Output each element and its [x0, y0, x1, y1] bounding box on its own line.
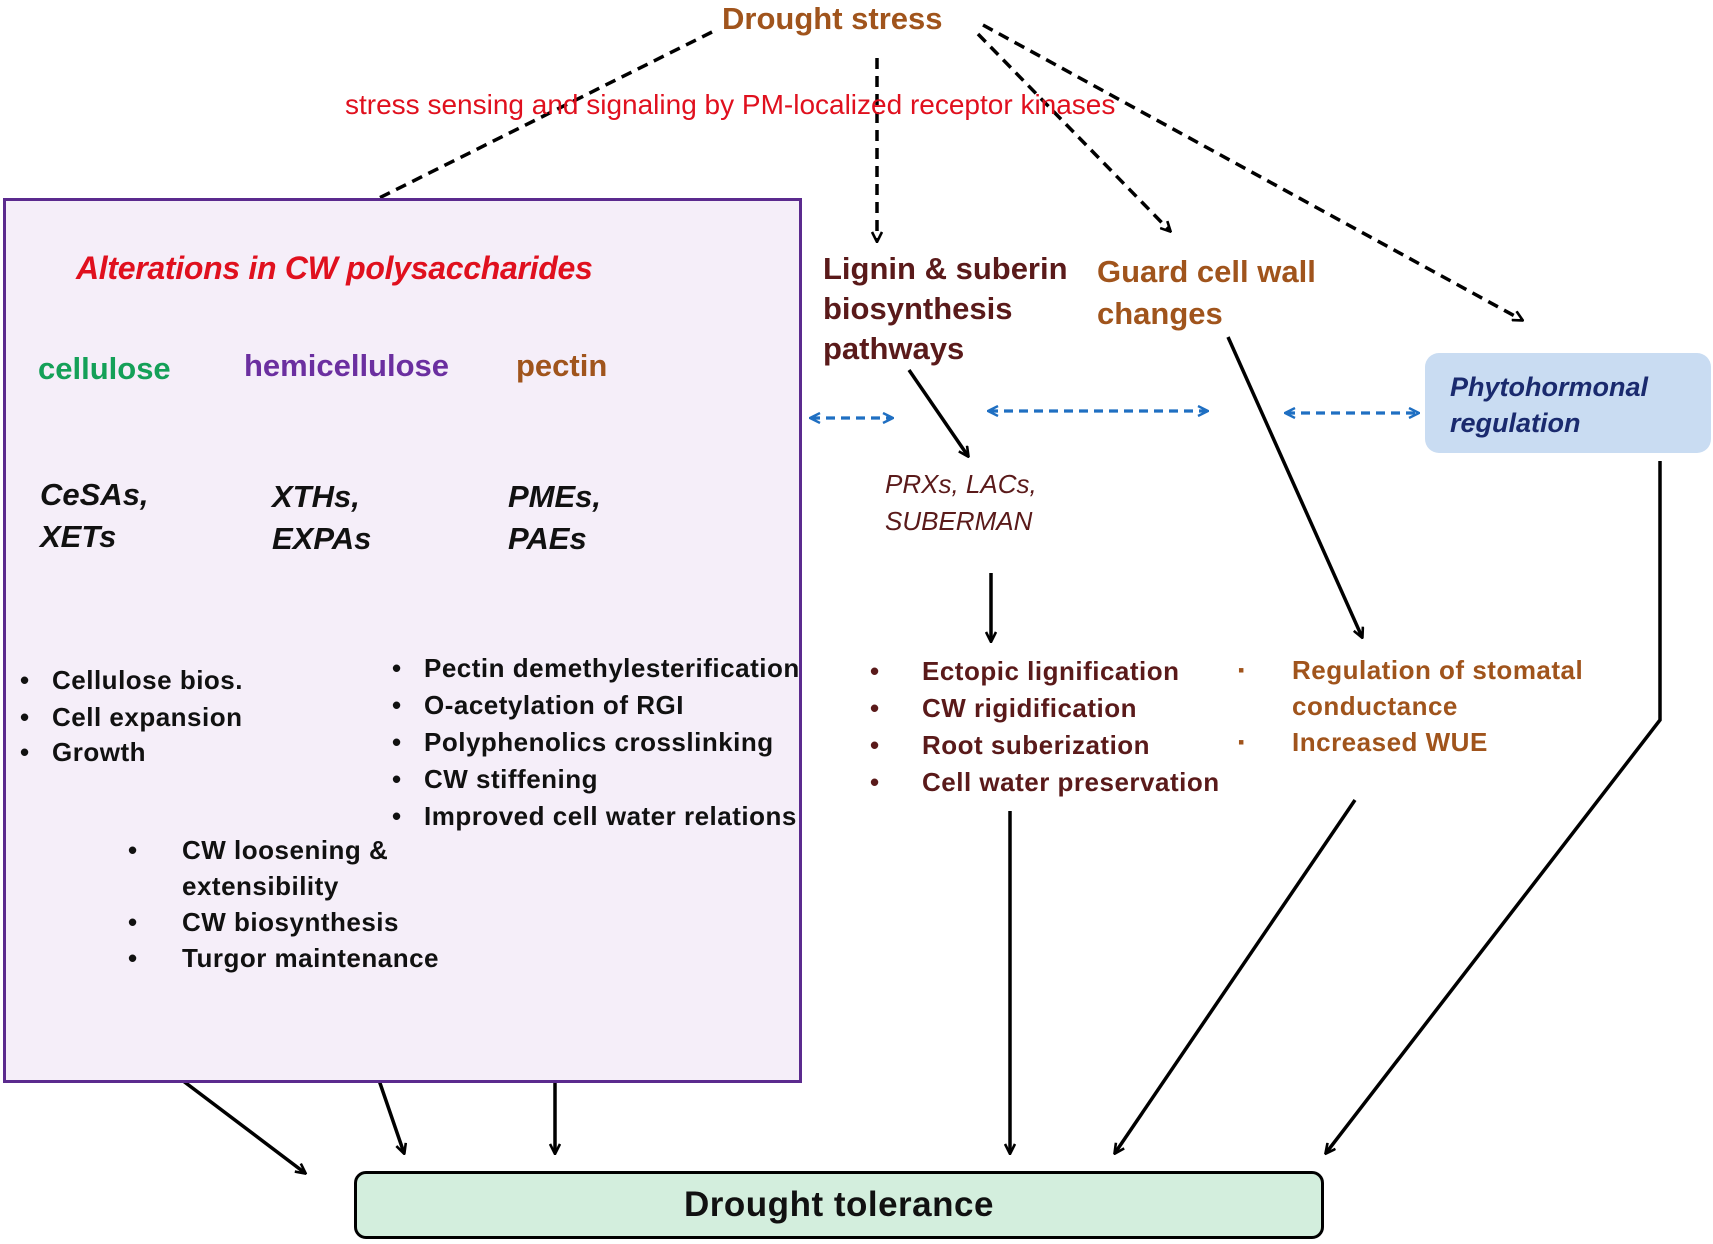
list-item: •CW stiffening — [392, 761, 800, 798]
cellulose-enzymes: CeSAs, XETs — [40, 474, 149, 558]
enzyme-cesas: CeSAs, — [40, 477, 149, 512]
list-item: •Cell water preservation — [870, 764, 1220, 801]
bullet: • — [128, 835, 138, 865]
list-item: •Cellulose bios. — [20, 662, 243, 699]
list-item: ▪ Increased WUE — [1238, 724, 1583, 760]
bullet: • — [870, 693, 880, 723]
arrow-phyto-to-tolerance — [1326, 461, 1662, 1153]
drought-tolerance-label: Drought tolerance — [684, 1185, 994, 1224]
cellulose-effects: •Cellulose bios. •Cell expansion •Growth — [20, 662, 243, 769]
enzyme-expas: EXPAs — [272, 521, 372, 556]
lignin-enzymes: PRXs, LACs, SUBERMAN — [885, 469, 1037, 536]
bullet: • — [870, 730, 880, 760]
arrow-stress-to-phyto — [982, 23, 1522, 320]
lignin-effects: •Ectopic lignification •CW rigidificatio… — [870, 653, 1220, 801]
list-item: • Turgor maintenance — [128, 940, 439, 976]
arrow-stress-to-guard — [976, 32, 1170, 231]
list-item: •Root suberization — [870, 727, 1220, 764]
enzyme-pmes: PMEs, — [508, 479, 602, 514]
bullet: • — [20, 665, 30, 695]
drought-tolerance-box: Drought tolerance — [354, 1171, 1324, 1239]
phytohormonal-box — [1425, 353, 1711, 453]
square-bullet: ▪ — [1238, 732, 1245, 752]
arrow-lignin-to-enzymes — [907, 369, 968, 456]
guard-title: Guard cell wall changes — [1097, 254, 1316, 331]
pectin-enzymes: PMEs, PAEs — [508, 476, 601, 560]
hemicellulose-effects: • CW loosening &extensibility • CW biosy… — [128, 832, 439, 976]
cw-heading: Alterations in CW polysaccharides — [76, 250, 593, 286]
list-item: •Ectopic lignification — [870, 653, 1220, 690]
arrow-guard-to-tolerance — [1115, 799, 1357, 1153]
hemicellulose-label: hemicellulose — [244, 348, 450, 383]
arrow-guard-to-effects — [1226, 336, 1362, 637]
bullet: • — [392, 727, 402, 757]
pectin-label: pectin — [516, 348, 608, 383]
square-bullet: ▪ — [1238, 660, 1245, 680]
hemicellulose-enzymes: XTHs, EXPAs — [272, 476, 371, 560]
list-item: •O-acetylation of RGI — [392, 687, 800, 724]
bullet: • — [870, 767, 880, 797]
bullet: • — [392, 764, 402, 794]
lignin-title: Lignin & suberin biosynthesis pathways — [823, 251, 1068, 366]
list-item: • CW loosening &extensibility — [128, 832, 439, 904]
enzyme-paes: PAEs — [508, 521, 587, 556]
list-item: •Improved cell water relations — [392, 798, 800, 835]
list-item: •CW rigidification — [870, 690, 1220, 727]
list-item: •Pectin demethylesterification — [392, 650, 800, 687]
bullet: • — [392, 653, 402, 683]
bullet: • — [20, 737, 30, 767]
pectin-effects: •Pectin demethylesterification •O-acetyl… — [392, 650, 800, 835]
enzyme-xths: XTHs, — [272, 479, 360, 514]
phyto-label: Phytohormonal regulation — [1450, 372, 1649, 438]
cellulose-label: cellulose — [38, 351, 171, 386]
list-item: • CW biosynthesis — [128, 904, 439, 940]
bullet: • — [128, 943, 138, 973]
enzyme-xets: XETs — [40, 519, 117, 554]
drought-stress-title: Drought stress — [722, 1, 943, 36]
list-item: •Growth — [20, 737, 146, 767]
bullet: • — [20, 702, 30, 732]
list-item: •Polyphenolics crosslinking — [392, 724, 800, 761]
bullet: • — [870, 656, 880, 686]
signaling-label: stress sensing and signaling by PM-local… — [345, 89, 1116, 120]
list-item: •Cell expansion — [20, 699, 243, 736]
bullet: • — [128, 907, 138, 937]
bullet: • — [392, 801, 402, 831]
cw-polysaccharides-box — [3, 198, 802, 1083]
bullet: • — [392, 690, 402, 720]
